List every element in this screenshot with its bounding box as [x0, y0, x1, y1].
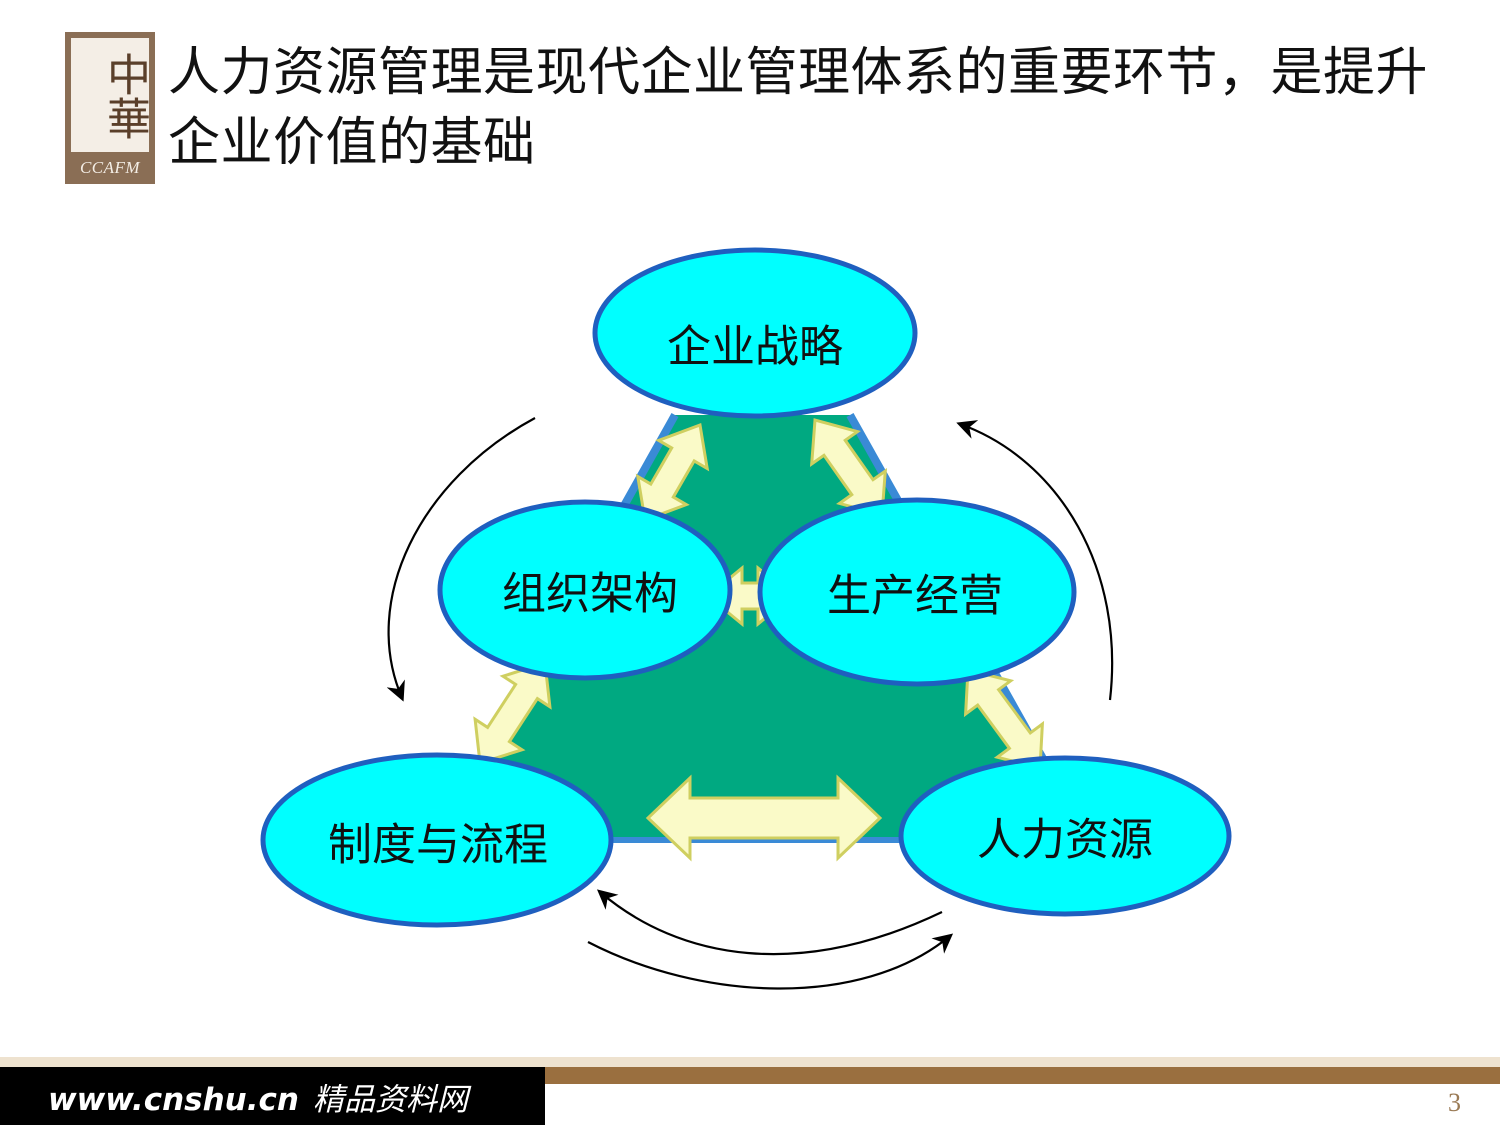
connector-arrow-process-hr: [645, 774, 883, 862]
footer-stripe-dark: [540, 1067, 1500, 1084]
node-operations: 生产经营: [757, 497, 1077, 687]
node-process: 制度与流程: [260, 752, 614, 928]
node-label-process: 制度与流程: [328, 820, 548, 871]
node-strategy: 企业战略: [592, 247, 918, 419]
footer-site[interactable]: www.cnshu.cn 精品资料网: [48, 1074, 468, 1119]
node-organization: 组织架构: [437, 499, 733, 681]
cycle-arrow-left: [386, 417, 536, 702]
page-title: 人力资源管理是现代企业管理体系的重要环节，是提升企业价值的基础: [168, 43, 1429, 173]
logo: 中華 CCAFM: [65, 32, 155, 184]
cycle-arrow-right: [956, 420, 1114, 701]
cycle-arrow-bottom-upper: [596, 889, 943, 956]
hr-relationship-diagram: 企业战略 组织架构 生产经营 制度与流程 人力资源: [260, 247, 1232, 990]
footer-stripe-light: [0, 1057, 1500, 1067]
footer-tagline: 精品资料网: [312, 1082, 468, 1118]
logo-caption: CCAFM: [79, 158, 141, 177]
node-label-hr: 人力资源: [977, 815, 1153, 866]
page-number: 3: [1448, 1088, 1461, 1117]
logo-mark: 中華: [71, 38, 150, 152]
node-label-operations: 生产经营: [827, 571, 1003, 622]
footer-bar: [0, 1067, 545, 1125]
node-hr: 人力资源: [898, 755, 1232, 917]
logo-glyph: 中華: [99, 52, 150, 140]
node-label-organization: 组织架构: [502, 569, 678, 620]
node-label-strategy: 企业战略: [667, 322, 843, 373]
cycle-arrow-bottom-lower: [587, 933, 954, 990]
footer-site-url[interactable]: www.cnshu.cn: [48, 1082, 299, 1118]
